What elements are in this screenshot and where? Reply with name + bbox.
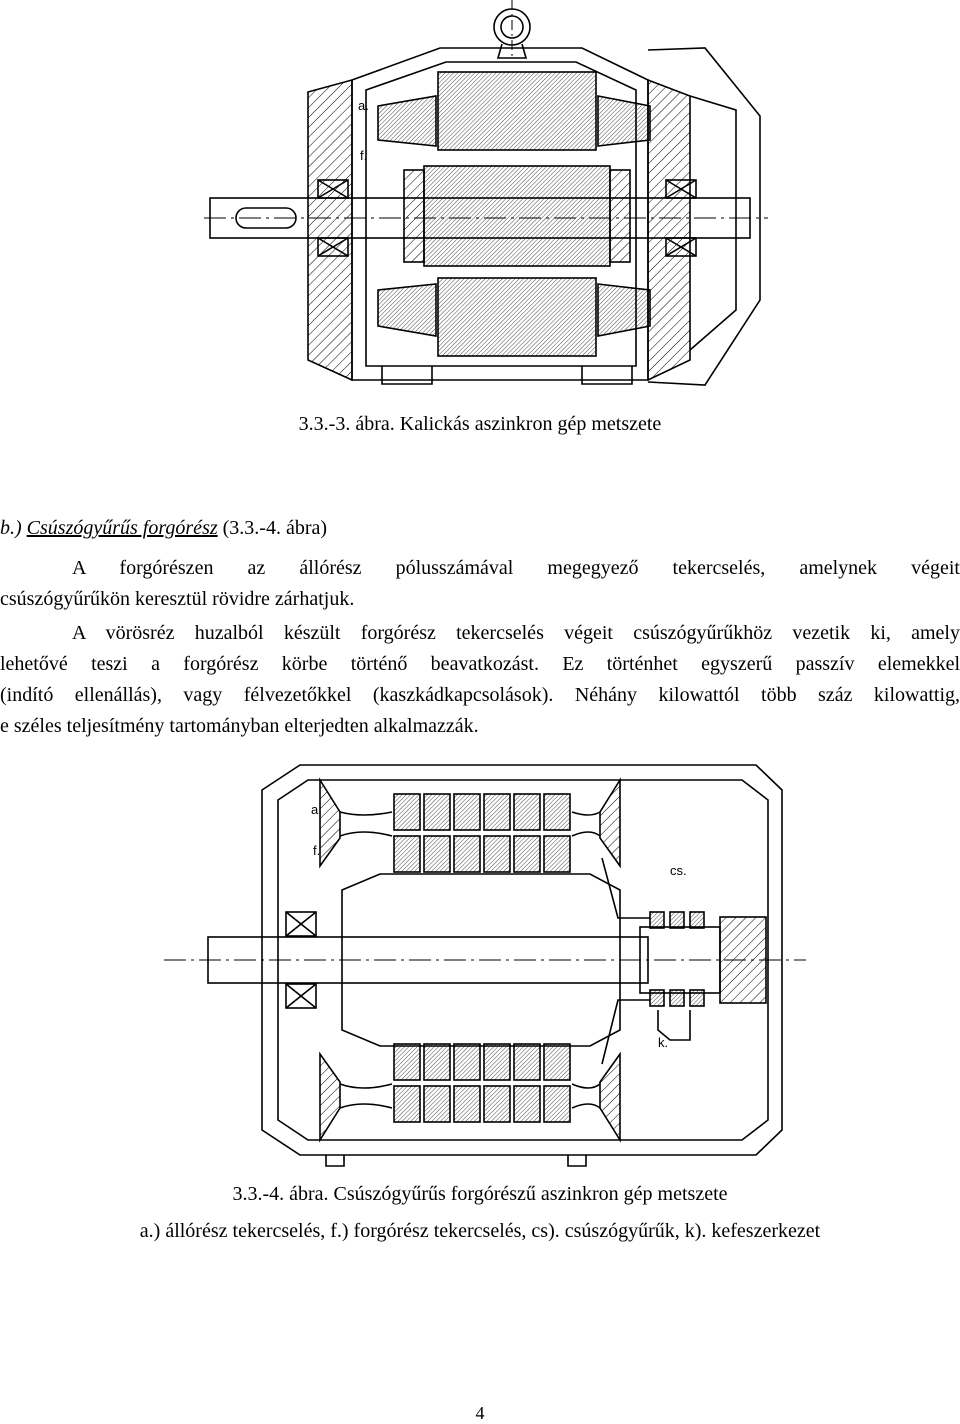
figure-cage-motor-drawing: a. f. — [204, 0, 768, 386]
figure1-caption: 3.3.-3. ábra. Kalickás aszinkron gép met… — [298, 413, 662, 435]
section-ref: (3.3.-4. ábra) — [222, 517, 328, 539]
paragraph-1: A forgórészen az állórész pólusszámával … — [0, 553, 960, 615]
figure2-legend: a.) állórész tekercselés, f.) forgórész … — [139, 1220, 821, 1242]
figure-slipring-motor-drawing: a. f. cs. k. — [164, 764, 806, 1167]
section-title: Csúszógyűrűs forgórész — [26, 517, 218, 539]
paragraph-1-line: csúszógyűrűkön keresztül rövidre zárhatj… — [0, 588, 355, 610]
paragraph-2: A vörösréz huzalból készült forgórész te… — [0, 618, 960, 742]
fig2-label-a: a. — [311, 802, 322, 817]
paragraph-1-line: A forgórészen az állórész pólusszámával … — [72, 557, 960, 579]
fig2-label-f: f. — [313, 843, 320, 858]
figure2-caption: 3.3.-4. ábra. Csúszógyűrűs forgórészű as… — [232, 1183, 728, 1205]
fig1-label-a: a. — [358, 98, 369, 113]
paragraph-2-line: (indító ellenállás), vagy félvezetőkkel … — [0, 684, 960, 706]
section-prefix: b.) — [0, 517, 22, 539]
fig1-label-f: f. — [360, 148, 367, 163]
fig2-label-cs: cs. — [670, 863, 687, 878]
paragraph-2-line: lehetővé teszi a forgórész körbe történő… — [0, 653, 960, 675]
page-number: 4 — [475, 1403, 485, 1423]
paragraph-2-line: e széles teljesítmény tartományban elter… — [0, 715, 479, 737]
section-heading: b.) Csúszógyűrűs forgórész (3.3.-4. ábra… — [0, 516, 327, 540]
fig2-label-k: k. — [658, 1035, 668, 1050]
paragraph-2-line: A vörösréz huzalból készült forgórész te… — [72, 622, 960, 644]
